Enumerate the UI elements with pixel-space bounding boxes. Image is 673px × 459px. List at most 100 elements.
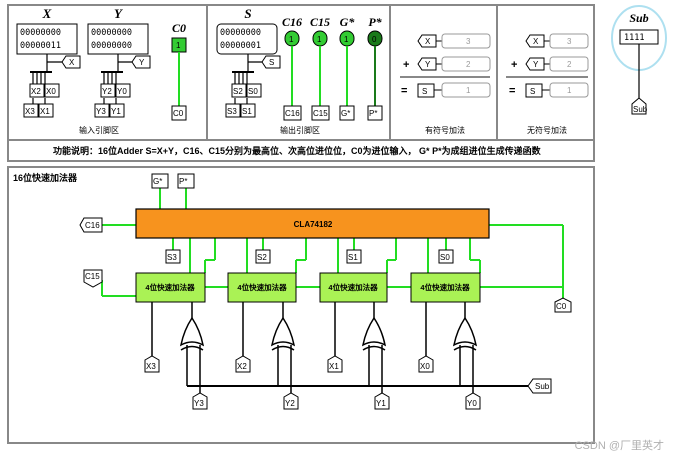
sub-tag-top: Sub: [631, 97, 648, 115]
svg-text:00000000: 00000000: [20, 28, 61, 38]
svg-text:S0: S0: [440, 253, 450, 262]
svg-text:1: 1: [317, 35, 322, 44]
svg-text:C16: C16: [85, 221, 100, 230]
c16-output: C16 1 C16: [282, 15, 302, 121]
svg-text:00000000: 00000000: [91, 41, 132, 51]
svg-text:Y1: Y1: [376, 399, 386, 408]
s-output-pin: 00000000 00000001: [216, 23, 278, 55]
svg-text:+: +: [511, 59, 517, 71]
adder-2: 4位快速加法器 S1: [319, 249, 388, 303]
svg-text:3: 3: [466, 37, 471, 46]
c0-title: C0: [172, 21, 186, 35]
svg-text:S1: S1: [242, 107, 252, 116]
adder-3: 4位快速加法器 S0: [410, 249, 481, 303]
xor-gate-2: [361, 316, 387, 351]
signed-x-row: X 3: [417, 33, 491, 49]
output-panel-caption: 输出引脚区: [280, 125, 320, 135]
svg-text:Y1: Y1: [111, 107, 121, 116]
svg-text:00000001: 00000001: [220, 41, 261, 51]
svg-text:2: 2: [567, 60, 572, 69]
p-star-output: P* 0 P*: [367, 15, 383, 121]
svg-text:Y2: Y2: [285, 399, 295, 408]
s-title: S: [244, 6, 251, 21]
svg-text:X3: X3: [25, 107, 35, 116]
input-panel-caption: 输入引脚区: [79, 125, 119, 135]
svg-text:00000000: 00000000: [91, 28, 132, 38]
svg-text:X2: X2: [31, 87, 41, 96]
c16-tag: C16: [79, 217, 103, 233]
svg-text:1111: 1111: [624, 33, 644, 43]
cla74182-chip: CLA74182: [135, 208, 490, 239]
adder-1: 4位快速加法器 S2: [227, 249, 297, 303]
svg-text:4位快速加法器: 4位快速加法器: [328, 282, 378, 292]
svg-text:Y: Y: [533, 60, 539, 69]
svg-text:Y: Y: [139, 58, 145, 67]
svg-text:00000000: 00000000: [220, 28, 261, 38]
svg-text:1: 1: [567, 86, 572, 95]
c15-tag: C15: [83, 269, 103, 288]
svg-text:S3: S3: [227, 107, 237, 116]
y-split-tags: Y2 Y0 Y3 Y1: [94, 83, 131, 118]
y-tags: Y3 Y2 Y1 Y0: [192, 392, 481, 410]
svg-text:C15: C15: [85, 272, 100, 281]
svg-text:1: 1: [289, 35, 294, 44]
x-split-tags: X2 X0 X3 X1: [23, 83, 60, 118]
svg-text:X0: X0: [46, 87, 56, 96]
x-tags: X3 X2 X1 X0: [144, 355, 434, 373]
s-splitter: [232, 54, 266, 104]
signed-y-row: Y 2: [417, 56, 491, 72]
p-star-tag: P*: [177, 173, 195, 189]
svg-text:Y2: Y2: [102, 87, 112, 96]
svg-text:P*: P*: [368, 15, 382, 29]
g-star-tag: G*: [151, 173, 169, 189]
svg-text:1: 1: [344, 35, 349, 44]
svg-text:C16: C16: [282, 15, 302, 29]
svg-text:X2: X2: [237, 362, 247, 371]
description-text: 功能说明：16位Adder S=X+Y，C16、C15分别为最高位、次高位进位位…: [53, 145, 542, 156]
unsigned-add-panel: X 3 + Y 2 = S 1 无符号加法: [506, 33, 589, 135]
c0-input-pin[interactable]: 1: [171, 37, 187, 106]
svg-text:0: 0: [372, 35, 377, 44]
svg-text:X3: X3: [146, 362, 156, 371]
watermark: CSDN @厂里英才: [575, 438, 664, 452]
svg-text:S: S: [530, 87, 535, 96]
x-tunnel-tag: X: [61, 55, 81, 69]
xor-gate-3: [452, 316, 478, 351]
xor-gate-0: [179, 316, 205, 351]
unsigned-caption: 无符号加法: [527, 125, 567, 135]
svg-text:C0: C0: [556, 302, 567, 311]
y-title: Y: [114, 6, 123, 21]
svg-text:4位快速加法器: 4位快速加法器: [237, 282, 287, 292]
sub-control: Sub 1111 Sub: [611, 5, 667, 115]
svg-text:CLA74182: CLA74182: [294, 220, 333, 229]
y-input-pin[interactable]: 00000000 00000000: [87, 23, 149, 55]
xor-gate-1: [270, 316, 296, 351]
sub-input-pin[interactable]: 1111: [619, 29, 659, 45]
svg-text:=: =: [401, 85, 407, 97]
svg-text:4位快速加法器: 4位快速加法器: [145, 282, 195, 292]
svg-text:S0: S0: [248, 87, 258, 96]
description-bar: 功能说明：16位Adder S=X+Y，C16、C15分别为最高位、次高位进位位…: [7, 139, 595, 162]
adder-0: 4位快速加法器 S3: [135, 249, 206, 303]
svg-text:1: 1: [176, 41, 181, 50]
svg-text:X1: X1: [329, 362, 339, 371]
signed-s-row: S 1: [417, 82, 491, 98]
sub-tag-bottom: Sub: [527, 378, 552, 394]
svg-text:S: S: [269, 58, 274, 67]
svg-text:+: +: [403, 59, 409, 71]
output-pin-panel: S 00000000 00000001 S S2 S0 S3 S: [216, 6, 383, 135]
c0-output-tag: C0: [171, 105, 187, 121]
x-title: X: [42, 6, 52, 21]
circuit-frame: 16位快速加法器: [7, 166, 595, 444]
svg-text:2: 2: [466, 60, 471, 69]
svg-text:Y3: Y3: [194, 399, 204, 408]
svg-text:X: X: [533, 37, 539, 46]
svg-text:C15: C15: [313, 109, 328, 118]
g-star-output: G* 1 G*: [339, 15, 356, 121]
unsigned-x-row: X 3: [525, 33, 589, 49]
svg-text:Y3: Y3: [96, 107, 106, 116]
x-splitter: [30, 54, 66, 104]
x-input-pin[interactable]: 00000000 00000011: [16, 23, 78, 55]
svg-text:G*: G*: [340, 15, 356, 29]
